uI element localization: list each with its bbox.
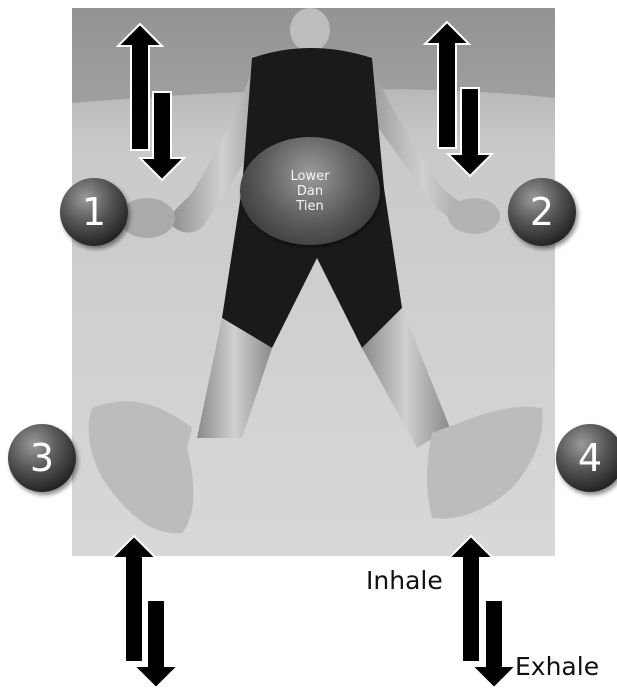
- exhale-label: Exhale: [515, 652, 599, 681]
- inhale-label: Inhale: [366, 566, 443, 595]
